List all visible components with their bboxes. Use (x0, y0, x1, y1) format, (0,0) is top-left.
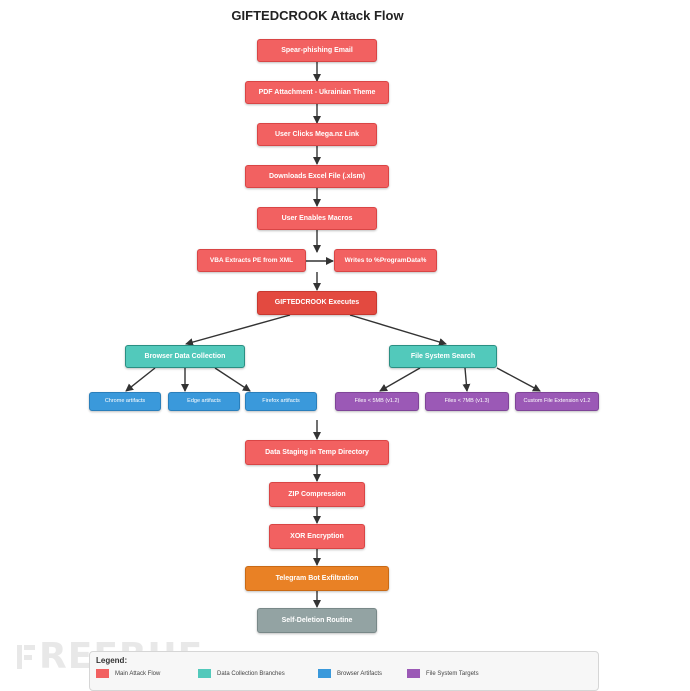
diagram-title: GIFTEDCROOK Attack Flow (231, 8, 404, 23)
node-data-staging: Data Staging in Temp Directory (245, 440, 389, 465)
legend-label: Data Collection Branches (217, 670, 285, 677)
node-user-clicks-link: User Clicks Mega.nz Link (257, 123, 377, 146)
legend-item-main-flow: Main Attack Flow (96, 669, 160, 678)
watermark-logo-icon (17, 644, 35, 669)
node-writes-programdata: Writes to %ProgramData% (334, 249, 437, 272)
arrow-executes-filesys (349, 314, 447, 346)
node-firefox-artifacts: Firefox artifacts (245, 392, 317, 411)
legend-swatch-teal (198, 669, 211, 678)
node-telegram-exfiltration: Telegram Bot Exfiltration (245, 566, 389, 591)
legend-label: File System Targets (426, 670, 479, 677)
arrow-executes-browser (185, 314, 291, 346)
node-zip-compression: ZIP Compression (269, 482, 365, 507)
node-chrome-artifacts: Chrome artifacts (89, 392, 161, 411)
node-files-5mb: Files < 5MB (v1.2) (335, 392, 419, 411)
legend-item-data-collection: Data Collection Branches (198, 669, 285, 678)
node-files-7mb: Files < 7MB (v1.3) (425, 392, 509, 411)
legend: Legend: Main Attack Flow Data Collection… (89, 651, 599, 691)
node-file-system-search: File System Search (389, 345, 497, 368)
node-user-enables-macros: User Enables Macros (257, 207, 377, 230)
node-pdf-attachment: PDF Attachment - Ukrainian Theme (245, 81, 389, 104)
node-downloads-excel: Downloads Excel File (.xlsm) (245, 165, 389, 188)
legend-swatch-red (96, 669, 109, 678)
arrow-filesys-files7 (462, 367, 471, 392)
node-self-deletion: Self-Deletion Routine (257, 608, 377, 633)
node-vba-extracts-pe: VBA Extracts PE from XML (197, 249, 306, 272)
legend-label: Browser Artifacts (337, 670, 383, 677)
node-custom-file-extension: Custom File Extension v1.2 (515, 392, 599, 411)
node-edge-artifacts: Edge artifacts (168, 392, 240, 411)
legend-title: Legend: (96, 656, 128, 665)
arrow-browser-chrome (125, 367, 156, 392)
node-spear-phishing-email: Spear-phishing Email (257, 39, 377, 62)
legend-item-file-system-targets: File System Targets (407, 669, 479, 678)
arrow-filesys-files5 (379, 367, 421, 392)
node-browser-data-collection: Browser Data Collection (125, 345, 245, 368)
node-giftedcrook-executes: GIFTEDCROOK Executes (257, 291, 377, 315)
legend-swatch-purple (407, 669, 420, 678)
legend-swatch-blue (318, 669, 331, 678)
legend-label: Main Attack Flow (115, 670, 161, 677)
arrow-filesys-custom (496, 367, 541, 392)
node-xor-encryption: XOR Encryption (269, 524, 365, 549)
legend-item-browser-artifacts: Browser Artifacts (318, 669, 382, 678)
arrow-browser-firefox (214, 367, 251, 392)
